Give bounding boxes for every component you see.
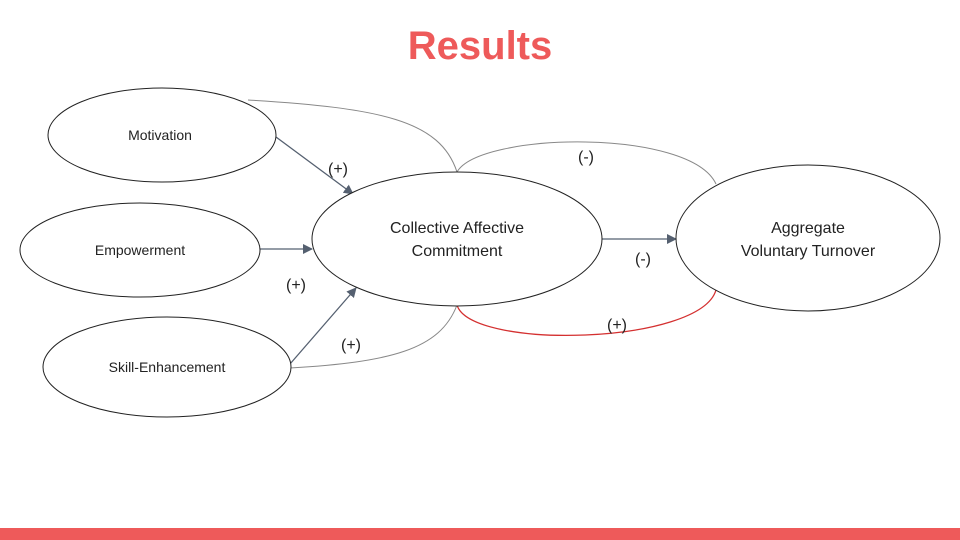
node-collective-affective-commitment: Collective Affective Commitment — [311, 171, 603, 307]
sign-bottom-curve: (+) — [607, 317, 627, 334]
avt-label-line2: Voluntary Turnover — [741, 243, 876, 260]
cac-label-line2: Commitment — [412, 243, 503, 260]
sign-motivation-to-cac: (+) — [328, 161, 348, 178]
node-skill-enhancement: Skill-Enhancement — [42, 316, 292, 418]
cac-to-avt-bottom-curve — [456, 289, 717, 336]
sign-cac-to-avt: (-) — [635, 251, 651, 268]
node-empowerment: Empowerment — [19, 202, 261, 298]
avt-label-line1: Aggregate — [771, 220, 845, 237]
skill-bottom-curve — [289, 304, 458, 369]
node-aggregate-voluntary-turnover: Aggregate Voluntary Turnover — [675, 164, 941, 312]
sign-top-curve: (-) — [578, 149, 594, 166]
cac-to-avt-top-curve — [456, 141, 717, 185]
motivation-to-cac-arrow — [275, 136, 354, 195]
empowerment-label: Empowerment — [95, 242, 185, 258]
skill-enhancement-label: Skill-Enhancement — [109, 359, 226, 375]
sign-skill-to-cac: (+) — [341, 337, 361, 354]
cac-label-line1: Collective Affective — [390, 220, 524, 237]
skill-to-cac-arrow — [289, 287, 357, 365]
motivation-top-curve — [247, 99, 458, 173]
sign-empowerment-to-cac: (+) — [286, 277, 306, 294]
footer-accent-bar — [0, 528, 960, 540]
node-motivation: Motivation — [47, 87, 277, 183]
motivation-label: Motivation — [128, 127, 192, 143]
page-title: Results — [407, 24, 553, 68]
